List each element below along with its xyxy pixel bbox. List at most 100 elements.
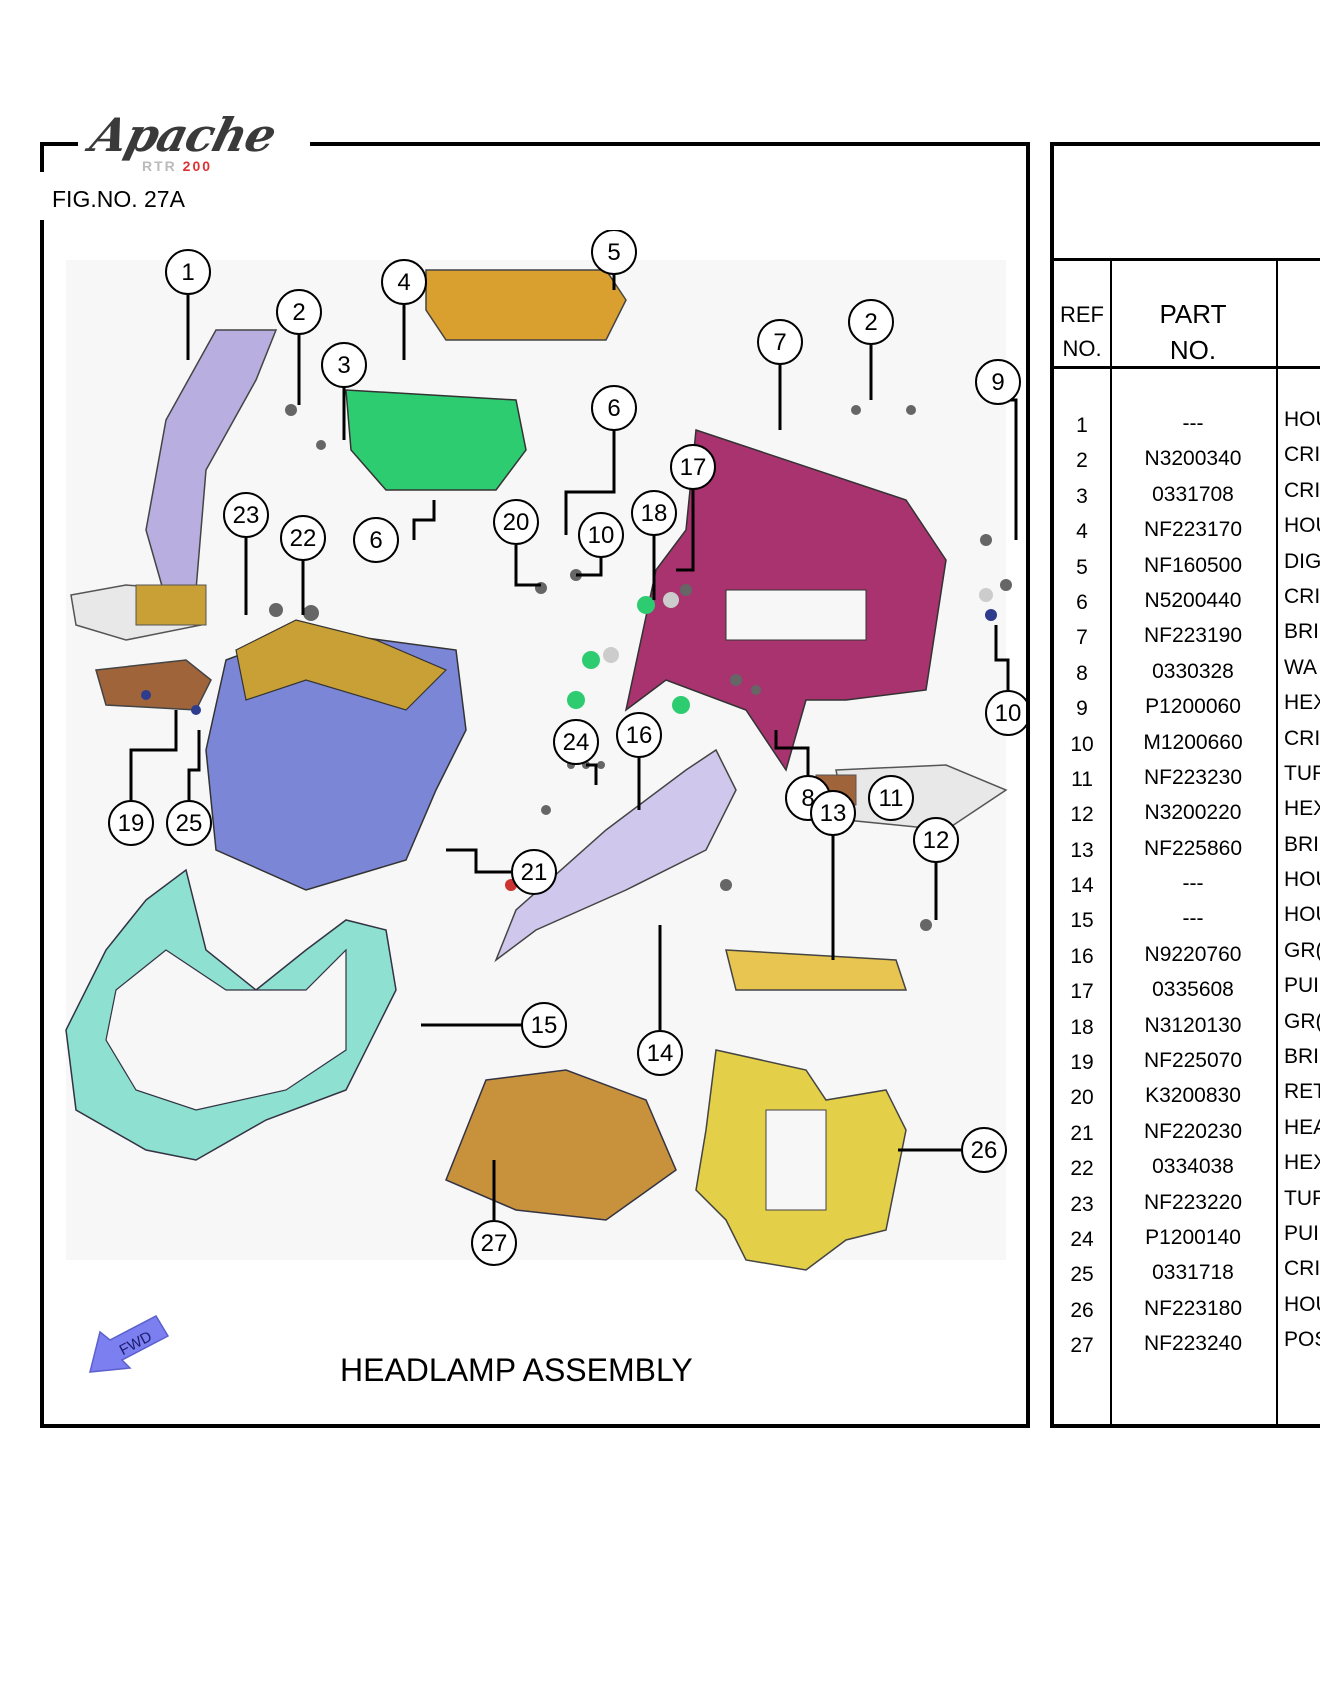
leader-lines	[129, 230, 1018, 1220]
cell-desc: PUI	[1284, 1221, 1320, 1245]
diagram-frame	[40, 142, 1030, 1428]
callout: 24	[553, 719, 599, 765]
part-14-cover	[494, 748, 737, 963]
cell-ref: 14	[1070, 874, 1094, 898]
cell-ref: 6	[1076, 590, 1088, 614]
callout-circle	[511, 849, 557, 895]
callout-circle	[321, 342, 367, 388]
cell-part: NF223170	[1143, 518, 1243, 542]
header-part-line1: PART	[1159, 299, 1227, 329]
header-ref-no: REF NO.	[1054, 298, 1110, 366]
callout-label: 11	[879, 785, 904, 812]
cell-ref: 1	[1076, 414, 1088, 437]
callout: 4	[381, 259, 427, 305]
cell-part: ---	[1182, 412, 1204, 435]
callout-label: 16	[626, 722, 653, 749]
cell-desc: HEX	[1284, 1151, 1320, 1175]
callout: 19	[108, 800, 154, 846]
callout-circle	[670, 444, 716, 490]
table-row: 1 --- HOU	[1054, 408, 1320, 443]
callout-circle	[985, 690, 1026, 736]
callout-label: 15	[531, 1012, 558, 1039]
cell-ref: 4	[1076, 520, 1088, 544]
fig-gap	[36, 172, 46, 220]
cell-desc: HOU	[1284, 408, 1320, 431]
cell-desc: CRI	[1284, 726, 1320, 750]
cell-part: N9220760	[1144, 942, 1242, 966]
table-row: 15---HOU	[1054, 903, 1320, 938]
callout: 16	[616, 712, 662, 758]
cell-desc: HEX	[1284, 797, 1320, 821]
table-row: 26NF223180HOU	[1054, 1293, 1320, 1328]
cell-part: NF223190	[1143, 624, 1243, 648]
callout-label: 18	[641, 500, 668, 527]
part-19-bracket	[95, 659, 212, 711]
cell-part: NF223180	[1143, 1296, 1243, 1320]
cell-part: NF223240	[1143, 1332, 1243, 1356]
part-13-bracket	[725, 949, 908, 991]
cell-part: 0335608	[1152, 978, 1234, 1002]
cell-ref: 10	[1070, 732, 1094, 756]
callout-circle	[553, 719, 599, 765]
cell-part: NF223230	[1143, 765, 1243, 789]
table-row: 14---HOU	[1054, 868, 1320, 903]
part-15-opening	[105, 948, 347, 1111]
callout-circle	[913, 817, 959, 863]
cell-part: 0331718	[1152, 1261, 1234, 1285]
callout-circle	[578, 512, 624, 558]
cell-desc: CRI	[1284, 443, 1320, 467]
cell-ref: 9	[1076, 697, 1088, 721]
cell-part: P1200140	[1145, 1225, 1241, 1249]
callout: 14	[637, 1030, 683, 1076]
cell-ref: 12	[1070, 803, 1094, 827]
callout: 15	[521, 1002, 567, 1048]
table-row: 9P1200060HEX	[1054, 691, 1320, 726]
cell-part: N3200220	[1144, 801, 1242, 825]
cell-desc: TUF	[1284, 761, 1320, 785]
callout-circle	[591, 385, 637, 431]
part-7-window	[725, 589, 867, 641]
callout-label: 25	[176, 810, 203, 837]
callout-label: 23	[233, 502, 260, 529]
callout: 22	[280, 515, 326, 561]
callout-circle	[810, 790, 856, 836]
callout-label: 2	[864, 309, 877, 336]
cell-ref: 16	[1070, 944, 1094, 968]
callout-label: 4	[397, 269, 410, 296]
cell-ref: 25	[1070, 1263, 1094, 1287]
cell-desc: CRI	[1284, 584, 1320, 608]
table-header-top-line	[1054, 258, 1320, 261]
callout-circle	[961, 1127, 1007, 1173]
logo-gap	[78, 130, 310, 150]
part-23-stem	[135, 584, 207, 626]
callout-circle	[637, 1030, 683, 1076]
cell-ref: 18	[1070, 1015, 1094, 1039]
callout: 25	[166, 800, 212, 846]
cell-part: ---	[1182, 907, 1204, 931]
callout-label: 14	[647, 1040, 674, 1067]
cell-desc: HOU	[1284, 514, 1320, 538]
callout-label: 7	[773, 329, 786, 356]
callout-label: 10	[995, 700, 1022, 727]
callout: 26	[961, 1127, 1007, 1173]
callout-label: 6	[607, 395, 620, 422]
cell-part: NF220230	[1143, 1119, 1243, 1143]
callout-circle	[166, 800, 212, 846]
callout-label: 12	[923, 827, 950, 854]
callout-circle	[353, 517, 399, 563]
cell-ref: 7	[1076, 626, 1088, 650]
table-row: 27NF223240POS	[1054, 1328, 1320, 1363]
callout-label: 17	[680, 454, 707, 481]
cell-desc: CRI	[1284, 478, 1320, 502]
